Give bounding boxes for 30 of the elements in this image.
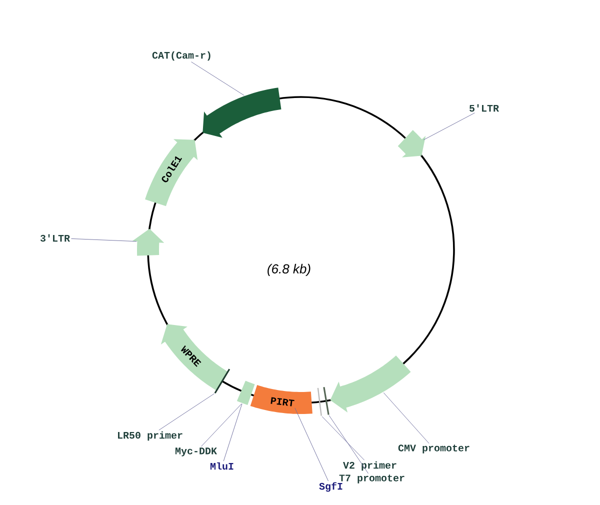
leader-line bbox=[322, 416, 365, 460]
leader-line bbox=[191, 62, 244, 96]
feature-label: SgfI bbox=[319, 482, 342, 492]
feature-region bbox=[330, 356, 411, 412]
leader-line bbox=[294, 408, 329, 482]
feature-label: Myc-DDK bbox=[175, 448, 217, 456]
feature-label: CMV promoter bbox=[398, 444, 470, 454]
feature-label: 3'LTR bbox=[40, 234, 70, 242]
feature-label: 5'LTR bbox=[470, 104, 499, 112]
marker-bar bbox=[317, 388, 322, 416]
leader-line bbox=[223, 404, 242, 462]
feature-region bbox=[132, 228, 164, 256]
leader-line bbox=[200, 404, 242, 447]
feature-label: MluI bbox=[210, 462, 234, 470]
feature-block bbox=[236, 380, 255, 406]
size-label: (6.8 kb) bbox=[268, 264, 310, 276]
leader-line bbox=[328, 415, 368, 474]
feature-label: V2 primer bbox=[343, 461, 396, 471]
feature-label: LR50 primer bbox=[118, 431, 182, 441]
feature-label: T7 promoter bbox=[339, 474, 404, 484]
leader-line bbox=[383, 392, 430, 444]
leader-line bbox=[158, 393, 215, 430]
leader-line bbox=[70, 238, 137, 242]
marker-bar bbox=[323, 386, 330, 415]
feature-region bbox=[202, 88, 282, 138]
marker-bar bbox=[214, 368, 230, 394]
feature-block: PIRT bbox=[250, 385, 312, 414]
leader-line bbox=[423, 112, 476, 140]
feature-label: CAT(Cam-r) bbox=[152, 51, 210, 61]
feature-region bbox=[398, 130, 426, 158]
